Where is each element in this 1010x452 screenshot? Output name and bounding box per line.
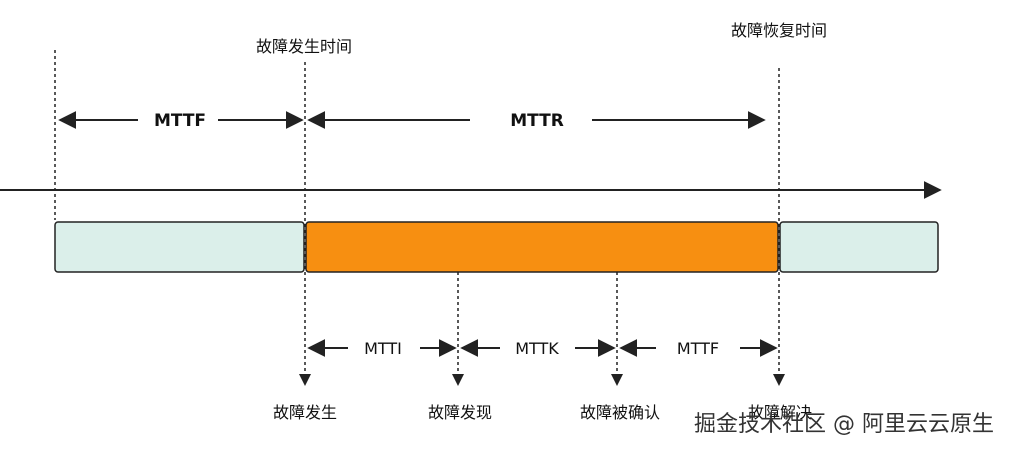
uptime-segment-right	[779, 221, 939, 273]
failure-occurs-marker-icon	[299, 374, 311, 386]
failure-resolved-marker-icon	[773, 374, 785, 386]
failure-resolved-label: 故障解决	[748, 403, 812, 422]
failure-occurs-label: 故障发生	[273, 403, 337, 422]
failure-time-label: 故障发生时间	[256, 37, 352, 56]
failure-segment	[305, 221, 779, 273]
mtti-label: MTTI	[364, 339, 402, 358]
mttf-top-label: MTTF	[154, 111, 206, 131]
uptime-segment-left	[54, 221, 305, 273]
recovery-time-label: 故障恢复时间	[731, 21, 827, 40]
failure-detected-label: 故障发现	[428, 403, 492, 422]
mttf-bottom-label: MTTF	[677, 339, 719, 358]
watermark: 掘金技术社区 @ 阿里云云原生	[694, 412, 994, 437]
failure-confirmed-marker-icon	[611, 374, 623, 386]
failure-confirmed-label: 故障被确认	[580, 403, 660, 422]
mttk-label: MTTK	[515, 339, 559, 358]
failure-detected-marker-icon	[452, 374, 464, 386]
mttr-label: MTTR	[510, 111, 564, 131]
